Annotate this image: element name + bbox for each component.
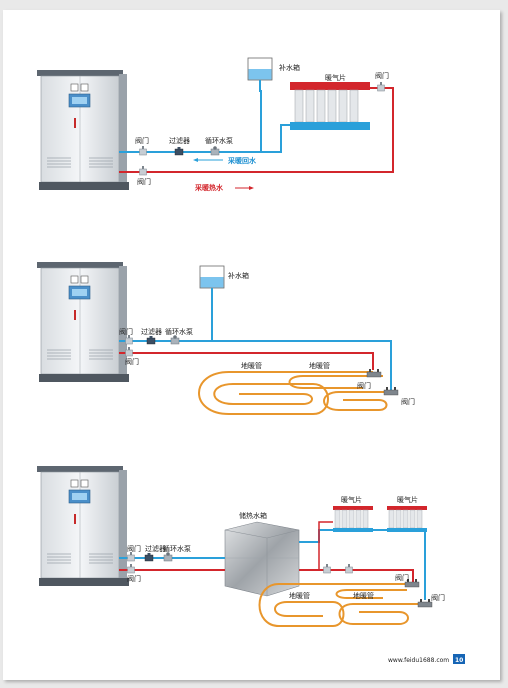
radiator-label: 暖气片 xyxy=(325,73,346,82)
floor-heating-coil xyxy=(198,371,389,415)
floor-pipe-label-2: 地暖管 xyxy=(309,361,330,370)
footer-url: www.feidu1688.com xyxy=(388,657,449,664)
makeup-water-tank xyxy=(247,57,273,81)
diagram-floor-heating-system: 补水箱 阀门 过滤器 循环水泵 阀门 地暖管 地暖管 阀门 阀门 xyxy=(36,261,415,415)
radiator-1-label: 暖气片 xyxy=(341,495,362,504)
floor-heating-coil xyxy=(258,583,423,627)
valve-top-right xyxy=(377,81,385,92)
electric-boiler-cabinet xyxy=(36,261,130,383)
return-pipe xyxy=(119,340,392,390)
valve-supply xyxy=(127,563,135,574)
radiator-1 xyxy=(332,505,374,533)
supply-flow-label: 采暖热水 xyxy=(194,183,224,192)
valve-mid-label: 阀门 xyxy=(395,573,409,582)
floor-pipe-label-1: 地暖管 xyxy=(241,361,262,370)
supply-pipe-right xyxy=(299,569,414,582)
valve-inline-2 xyxy=(345,563,353,574)
valve-supply-label: 阀门 xyxy=(125,357,139,366)
valve-supply-label: 阀门 xyxy=(137,177,151,186)
tank-label: 补水箱 xyxy=(228,271,249,280)
filter xyxy=(146,335,156,345)
radiator-2-label: 暖气片 xyxy=(397,495,418,504)
page-number: 10 xyxy=(455,657,463,664)
storage-water-tank xyxy=(224,521,300,597)
page-number-badge xyxy=(453,654,465,664)
circulation-pump xyxy=(170,334,180,345)
valve-inline-1 xyxy=(323,563,331,574)
heating-diagrams: 补水箱 暖气片 阀门 阀门 过滤器 循环水泵 阀门 采暖回水 采暖热水 xyxy=(36,57,465,664)
circulation-pump xyxy=(210,145,220,156)
supply-pipe xyxy=(119,352,374,370)
valve-return-label: 阀门 xyxy=(127,544,141,553)
diagram-radiator-system: 补水箱 暖气片 阀门 阀门 过滤器 循环水泵 阀门 采暖回水 采暖热水 xyxy=(36,57,394,192)
valve-return-label: 阀门 xyxy=(119,327,133,336)
valve-supply-label: 阀门 xyxy=(127,574,141,583)
radiator-2 xyxy=(386,505,428,533)
storage-tank-label: 储热水箱 xyxy=(239,511,267,520)
valve-return xyxy=(127,551,135,562)
pump-label: 循环水泵 xyxy=(205,136,233,145)
pump-label: 循环水泵 xyxy=(163,544,191,553)
valve-return-label: 阀门 xyxy=(135,136,149,145)
manifold-return xyxy=(417,598,433,608)
floor-pipe-label-2: 地暖管 xyxy=(353,591,374,600)
filter-label: 过滤器 xyxy=(141,327,162,336)
makeup-water-tank xyxy=(199,265,225,289)
catalog-page: 补水箱 暖气片 阀门 阀门 过滤器 循环水泵 阀门 采暖回水 采暖热水 xyxy=(3,10,500,680)
valve-top-right-label: 阀门 xyxy=(375,71,389,80)
filter-label: 过滤器 xyxy=(145,544,166,553)
floor-pipe-label-1: 地暖管 xyxy=(289,591,310,600)
valve-right-label: 阀门 xyxy=(431,593,445,602)
filter xyxy=(144,552,154,562)
valve-return xyxy=(139,145,147,156)
diagram-storage-tank-system: 储热水箱 阀门 过滤器 循环水泵 阀门 暖气片 暖气片 地暖管 地暖管 xyxy=(36,465,445,627)
valve-mid-label: 阀门 xyxy=(357,381,371,390)
valve-supply xyxy=(139,165,147,176)
valve-right-label: 阀门 xyxy=(401,397,415,406)
electric-boiler-cabinet xyxy=(36,69,130,191)
filter-label: 过滤器 xyxy=(169,136,190,145)
return-flow-label: 采暖回水 xyxy=(227,156,257,165)
radiator xyxy=(290,82,370,130)
tank-label: 补水箱 xyxy=(279,63,300,72)
manifold-supply xyxy=(366,368,382,378)
electric-boiler-cabinet xyxy=(36,465,130,587)
return-pipe-to-radiator xyxy=(261,124,290,153)
pump-label: 循环水泵 xyxy=(165,327,193,336)
circulation-pump xyxy=(163,551,173,562)
filter xyxy=(174,146,184,156)
